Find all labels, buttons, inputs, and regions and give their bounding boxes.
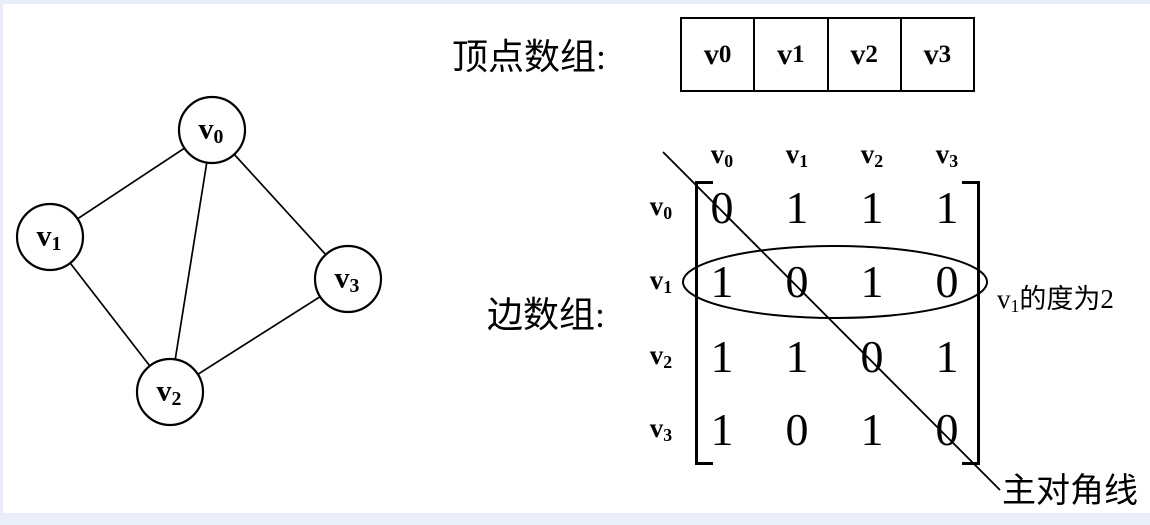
- vertex-label-v3: v3: [334, 261, 360, 297]
- matrix-cell-3-0: 1: [710, 404, 734, 455]
- matrix-bracket-right: [962, 181, 980, 465]
- page-edge-left: [0, 0, 3, 525]
- matrix-row-header-v0: v0: [649, 191, 673, 224]
- edge-v2-v3: [169, 278, 349, 393]
- edge-v0-v2: [169, 129, 213, 393]
- vertex-label-v2: v2: [156, 374, 182, 410]
- matrix-cell-1-1: 0: [785, 256, 809, 307]
- vertex-label-v0: v0: [198, 112, 224, 148]
- matrix-row-header-v1: v1: [649, 265, 673, 298]
- matrix-cell-2-3: 1: [935, 331, 959, 382]
- matrix-cell-0-3: 1: [935, 182, 959, 233]
- matrix-cell-3-3: 0: [935, 404, 959, 455]
- degree-annotation: v1的度为2: [997, 284, 1114, 316]
- vertex-circle-v2: [135, 357, 205, 427]
- matrix-cell-2-0: 1: [710, 331, 734, 382]
- matrix-col-header-v1: v1: [785, 139, 809, 172]
- vertex-array-label: 顶点数组:: [452, 37, 607, 77]
- matrix-cell-1-2: 1: [860, 256, 884, 307]
- matrix-col-header-v3: v3: [935, 139, 959, 172]
- main-diagonal-annotation: 主对角线: [1002, 473, 1138, 510]
- matrix-cell-3-2: 1: [860, 404, 884, 455]
- matrix-col-header-v0: v0: [710, 139, 734, 172]
- matrix-cell-0-2: 1: [860, 182, 884, 233]
- edge-array-label: 边数组:: [487, 295, 606, 335]
- matrix-col-header-v2: v2: [860, 139, 884, 172]
- matrix-row-header-v2: v2: [649, 340, 673, 373]
- vertex-circle-v0: [177, 95, 247, 165]
- vertex-circle-v1: [15, 202, 85, 272]
- vertex-label-v1: v1: [36, 219, 62, 255]
- matrix-cell-0-1: 1: [785, 182, 809, 233]
- matrix-cell-3-1: 0: [785, 404, 809, 455]
- matrix-cell-2-1: 1: [785, 331, 809, 382]
- matrix-cell-2-2: 0: [860, 331, 884, 382]
- vertex-circle-v3: [313, 244, 383, 314]
- matrix-row-header-v3: v3: [649, 413, 673, 446]
- page-edge-top: [0, 0, 1150, 4]
- page-edge-bottom: [0, 513, 1150, 525]
- graph-figure: [15, 95, 383, 427]
- matrix-cell-0-0: 0: [710, 182, 734, 233]
- matrix-cell-1-0: 1: [710, 256, 734, 307]
- matrix-cell-1-3: 0: [935, 256, 959, 307]
